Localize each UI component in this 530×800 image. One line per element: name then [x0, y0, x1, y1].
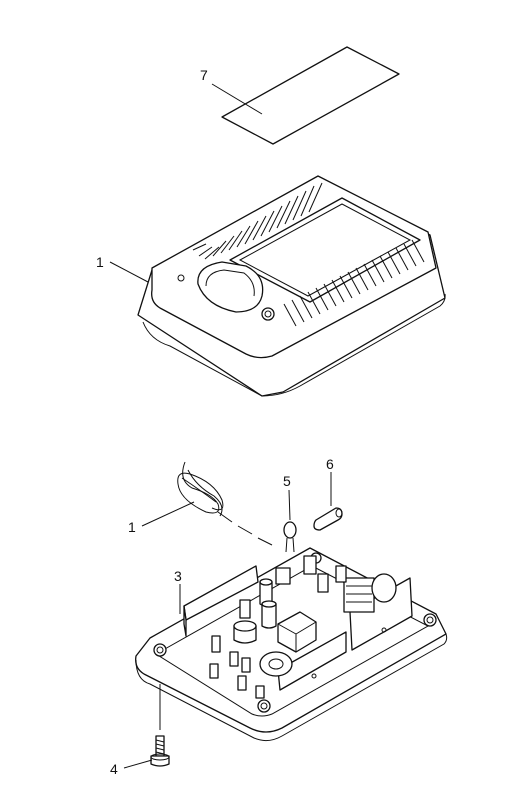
- leader-5: [288, 489, 291, 521]
- leader-1: [109, 261, 149, 283]
- part-2-lead-wire: [177, 461, 273, 546]
- callout-6: 6: [326, 456, 334, 472]
- part-3-base-pcb-assembly: [135, 547, 448, 742]
- part-7-label-sheet: [221, 46, 400, 145]
- callout-2: 1: [128, 519, 136, 535]
- part-6-fuse: [313, 507, 343, 531]
- leader-4: [123, 759, 153, 769]
- callout-7: 7: [200, 67, 208, 83]
- part-4-screw: [150, 684, 170, 767]
- callout-1: 1: [96, 254, 104, 270]
- part-1-upper-housing: [137, 175, 446, 397]
- leader-2: [141, 501, 195, 527]
- callout-3: 3: [174, 568, 182, 584]
- callout-5: 5: [283, 473, 291, 489]
- leader-7: [211, 83, 263, 115]
- callout-4: 4: [110, 761, 118, 777]
- part-5-component: [283, 521, 297, 553]
